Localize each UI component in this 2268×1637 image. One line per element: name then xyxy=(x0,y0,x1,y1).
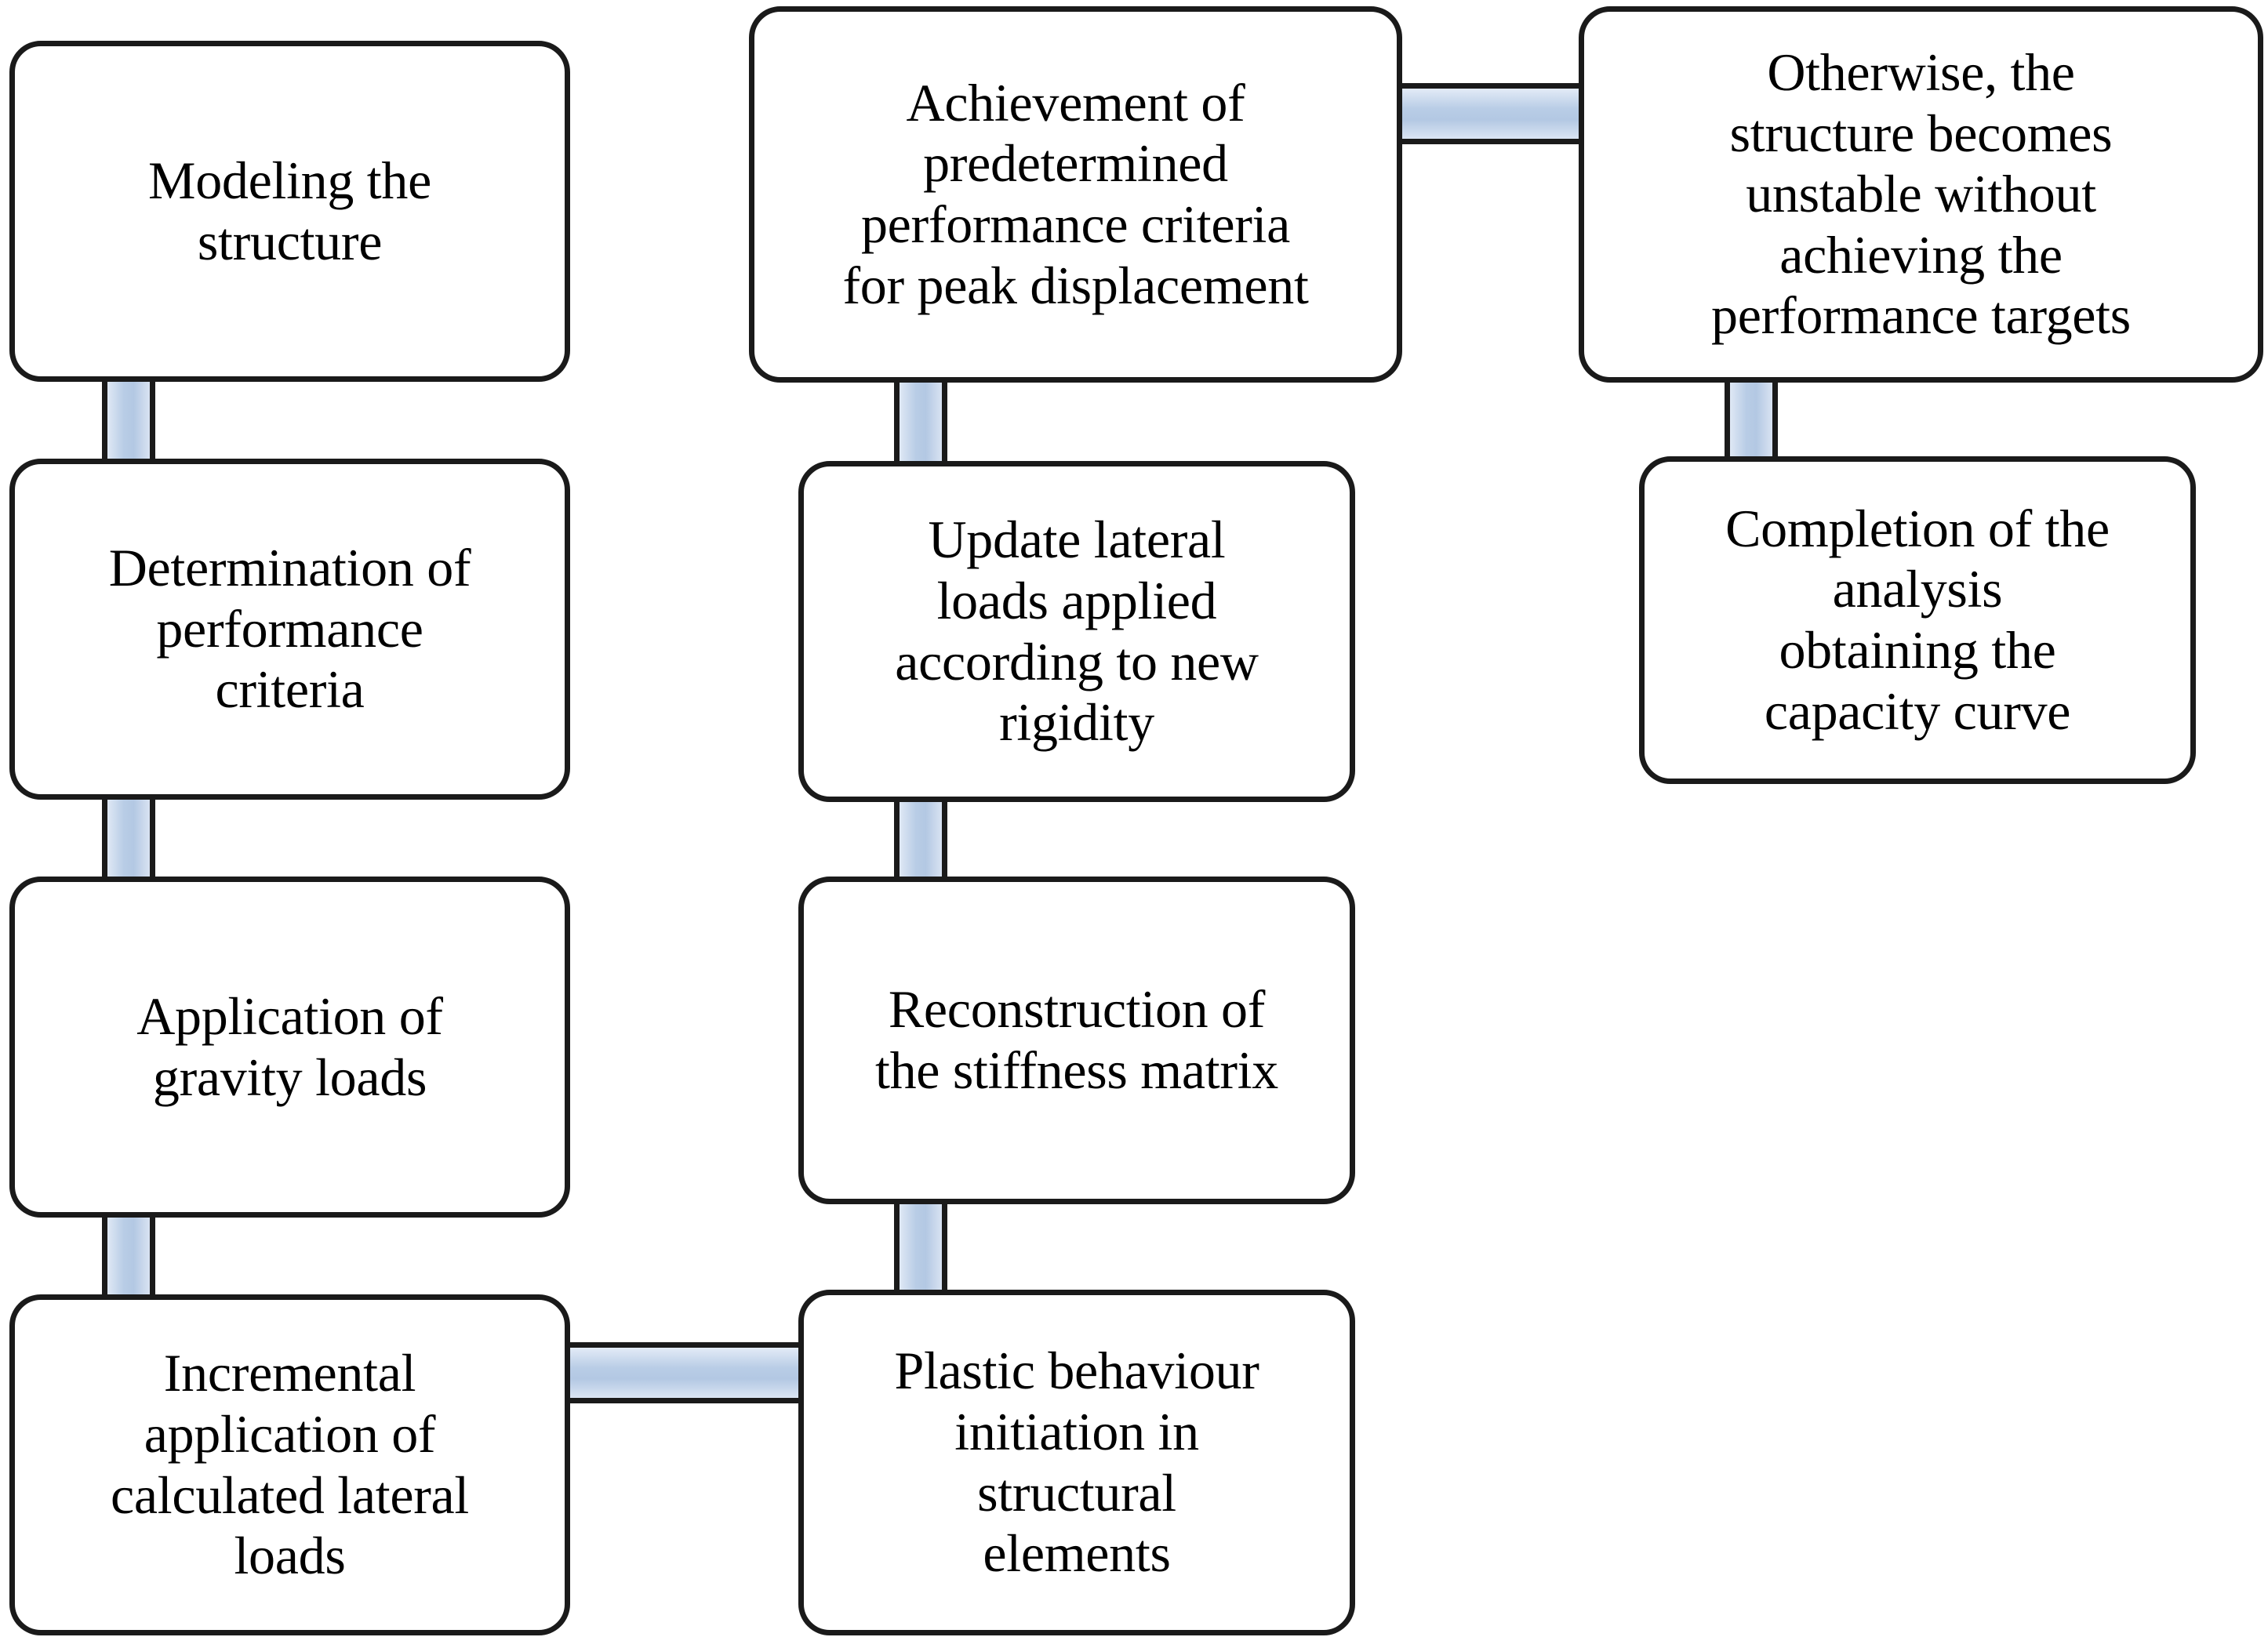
node-incremental-application-of-calculated-lateral-loads[interactable]: Incremental application of calculated la… xyxy=(9,1294,570,1635)
conn-achievement-to-otherwise xyxy=(1398,83,1583,144)
node-label-otherwise-structure-unstable: Otherwise, the structure becomes unstabl… xyxy=(1711,42,2131,346)
node-label-plastic-behaviour-initiation: Plastic behaviour initiation in structur… xyxy=(894,1341,1259,1584)
node-reconstruction-of-the-stiffness-matrix[interactable]: Reconstruction of the stiffness matrix xyxy=(798,877,1355,1204)
node-modeling-the-structure[interactable]: Modeling the structure xyxy=(9,41,570,382)
node-completion-of-the-analysis[interactable]: Completion of the analysis obtaining the… xyxy=(1639,456,2196,784)
node-application-of-gravity-loads[interactable]: Application of gravity loads xyxy=(9,877,570,1218)
node-label-modeling-the-structure: Modeling the structure xyxy=(148,150,431,271)
node-determination-of-performance-criteria[interactable]: Determination of performance criteria xyxy=(9,459,570,800)
conn-gravity-to-incremental xyxy=(102,1214,155,1298)
conn-plastic-to-reconstruction xyxy=(894,1201,947,1293)
conn-otherwise-to-completion xyxy=(1725,379,1778,459)
conn-reconstruction-to-update xyxy=(894,799,947,880)
node-label-reconstruction-of-the-stiffness-matrix: Reconstruction of the stiffness matrix xyxy=(875,979,1278,1100)
node-otherwise-structure-unstable[interactable]: Otherwise, the structure becomes unstabl… xyxy=(1579,6,2263,383)
node-update-lateral-loads[interactable]: Update lateral loads applied according t… xyxy=(798,461,1355,802)
node-label-determination-of-performance-criteria: Determination of performance criteria xyxy=(108,538,471,720)
conn-modeling-to-determination xyxy=(102,379,155,462)
node-label-update-lateral-loads: Update lateral loads applied according t… xyxy=(895,510,1259,753)
node-label-application-of-gravity-loads: Application of gravity loads xyxy=(136,985,443,1107)
conn-incremental-to-plastic xyxy=(567,1342,802,1403)
conn-update-to-achievement xyxy=(894,379,947,464)
node-plastic-behaviour-initiation[interactable]: Plastic behaviour initiation in structur… xyxy=(798,1290,1355,1635)
node-label-completion-of-the-analysis: Completion of the analysis obtaining the… xyxy=(1725,498,2110,741)
node-label-achievement-of-predetermined-performance-criteria: Achievement of predetermined performance… xyxy=(842,72,1309,315)
conn-determination-to-gravity xyxy=(102,797,155,880)
node-achievement-of-predetermined-performance-criteria[interactable]: Achievement of predetermined performance… xyxy=(749,6,1402,383)
node-label-incremental-application-of-calculated-lateral-loads: Incremental application of calculated la… xyxy=(110,1343,470,1586)
